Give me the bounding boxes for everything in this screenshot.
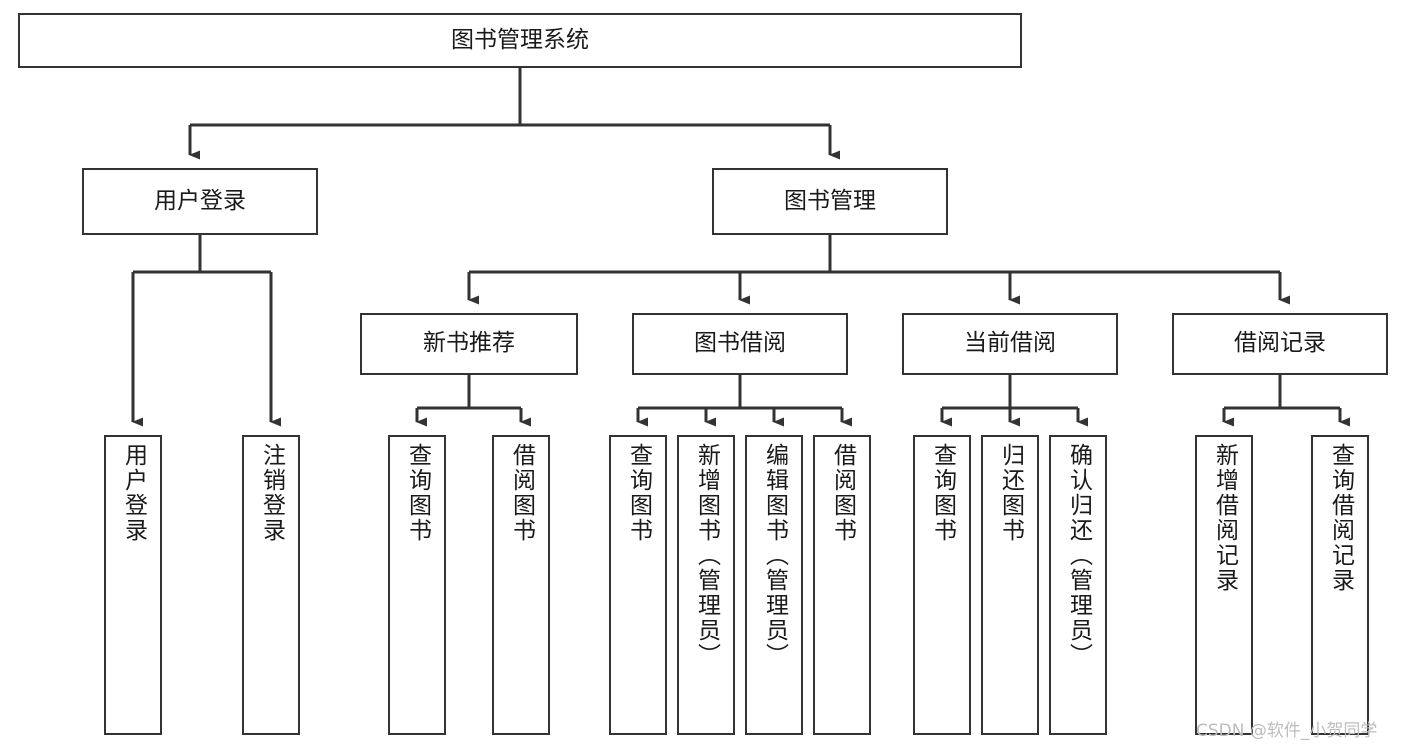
node-label: 查询借阅记录 <box>1327 443 1354 593</box>
node-label: 新增图书（管理员） <box>693 443 720 668</box>
node-label: 确认归还（管理员） <box>1065 443 1092 668</box>
leaf-query-book-recommend[interactable]: 查询图书 <box>388 435 446 735</box>
node-label: 新书推荐 <box>423 330 515 357</box>
node-label: 查询图书 <box>404 443 431 543</box>
node-label: 用户登录 <box>120 443 147 543</box>
node-label: 查询图书 <box>625 443 652 543</box>
leaf-query-book-borrow[interactable]: 查询图书 <box>609 435 667 735</box>
node-label: 查询图书 <box>929 443 956 543</box>
leaf-query-book-current[interactable]: 查询图书 <box>913 435 971 735</box>
node-label: 借阅记录 <box>1234 330 1326 357</box>
node-label: 归还图书 <box>997 443 1024 543</box>
csdn-watermark: CSDN @软件_小贺同学 <box>1196 721 1378 741</box>
node-new-book-recommend[interactable]: 新书推荐 <box>360 313 578 375</box>
leaf-edit-book-admin[interactable]: 编辑图书（管理员） <box>745 435 803 735</box>
leaf-confirm-return-admin[interactable]: 确认归还（管理员） <box>1049 435 1107 735</box>
node-label: 图书借阅 <box>694 330 786 357</box>
leaf-query-borrow-record[interactable]: 查询借阅记录 <box>1311 435 1369 735</box>
leaf-return-book[interactable]: 归还图书 <box>981 435 1039 735</box>
node-label: 图书管理 <box>784 187 876 214</box>
leaf-borrow-book-recommend[interactable]: 借阅图书 <box>492 435 550 735</box>
node-book-management[interactable]: 图书管理 <box>712 168 948 235</box>
node-book-borrow[interactable]: 图书借阅 <box>632 313 848 375</box>
leaf-user-login[interactable]: 用户登录 <box>104 435 162 735</box>
node-current-borrow[interactable]: 当前借阅 <box>902 313 1118 375</box>
node-label: 新增借阅记录 <box>1211 443 1238 593</box>
leaf-logout-login[interactable]: 注销登录 <box>242 435 300 735</box>
node-label: 当前借阅 <box>964 330 1056 357</box>
node-user-login[interactable]: 用户登录 <box>82 168 318 235</box>
node-label: 图书管理系统 <box>451 26 589 53</box>
node-borrow-record[interactable]: 借阅记录 <box>1172 313 1388 375</box>
node-label: 编辑图书（管理员） <box>761 443 788 668</box>
leaf-add-book-admin[interactable]: 新增图书（管理员） <box>677 435 735 735</box>
leaf-borrow-book-borrow[interactable]: 借阅图书 <box>813 435 871 735</box>
node-label: 借阅图书 <box>508 443 535 543</box>
node-label: 借阅图书 <box>829 443 856 543</box>
leaf-add-borrow-record[interactable]: 新增借阅记录 <box>1195 435 1253 735</box>
node-label: 用户登录 <box>154 187 246 214</box>
node-root-book-management-system[interactable]: 图书管理系统 <box>18 13 1022 68</box>
node-label: 注销登录 <box>258 443 285 543</box>
